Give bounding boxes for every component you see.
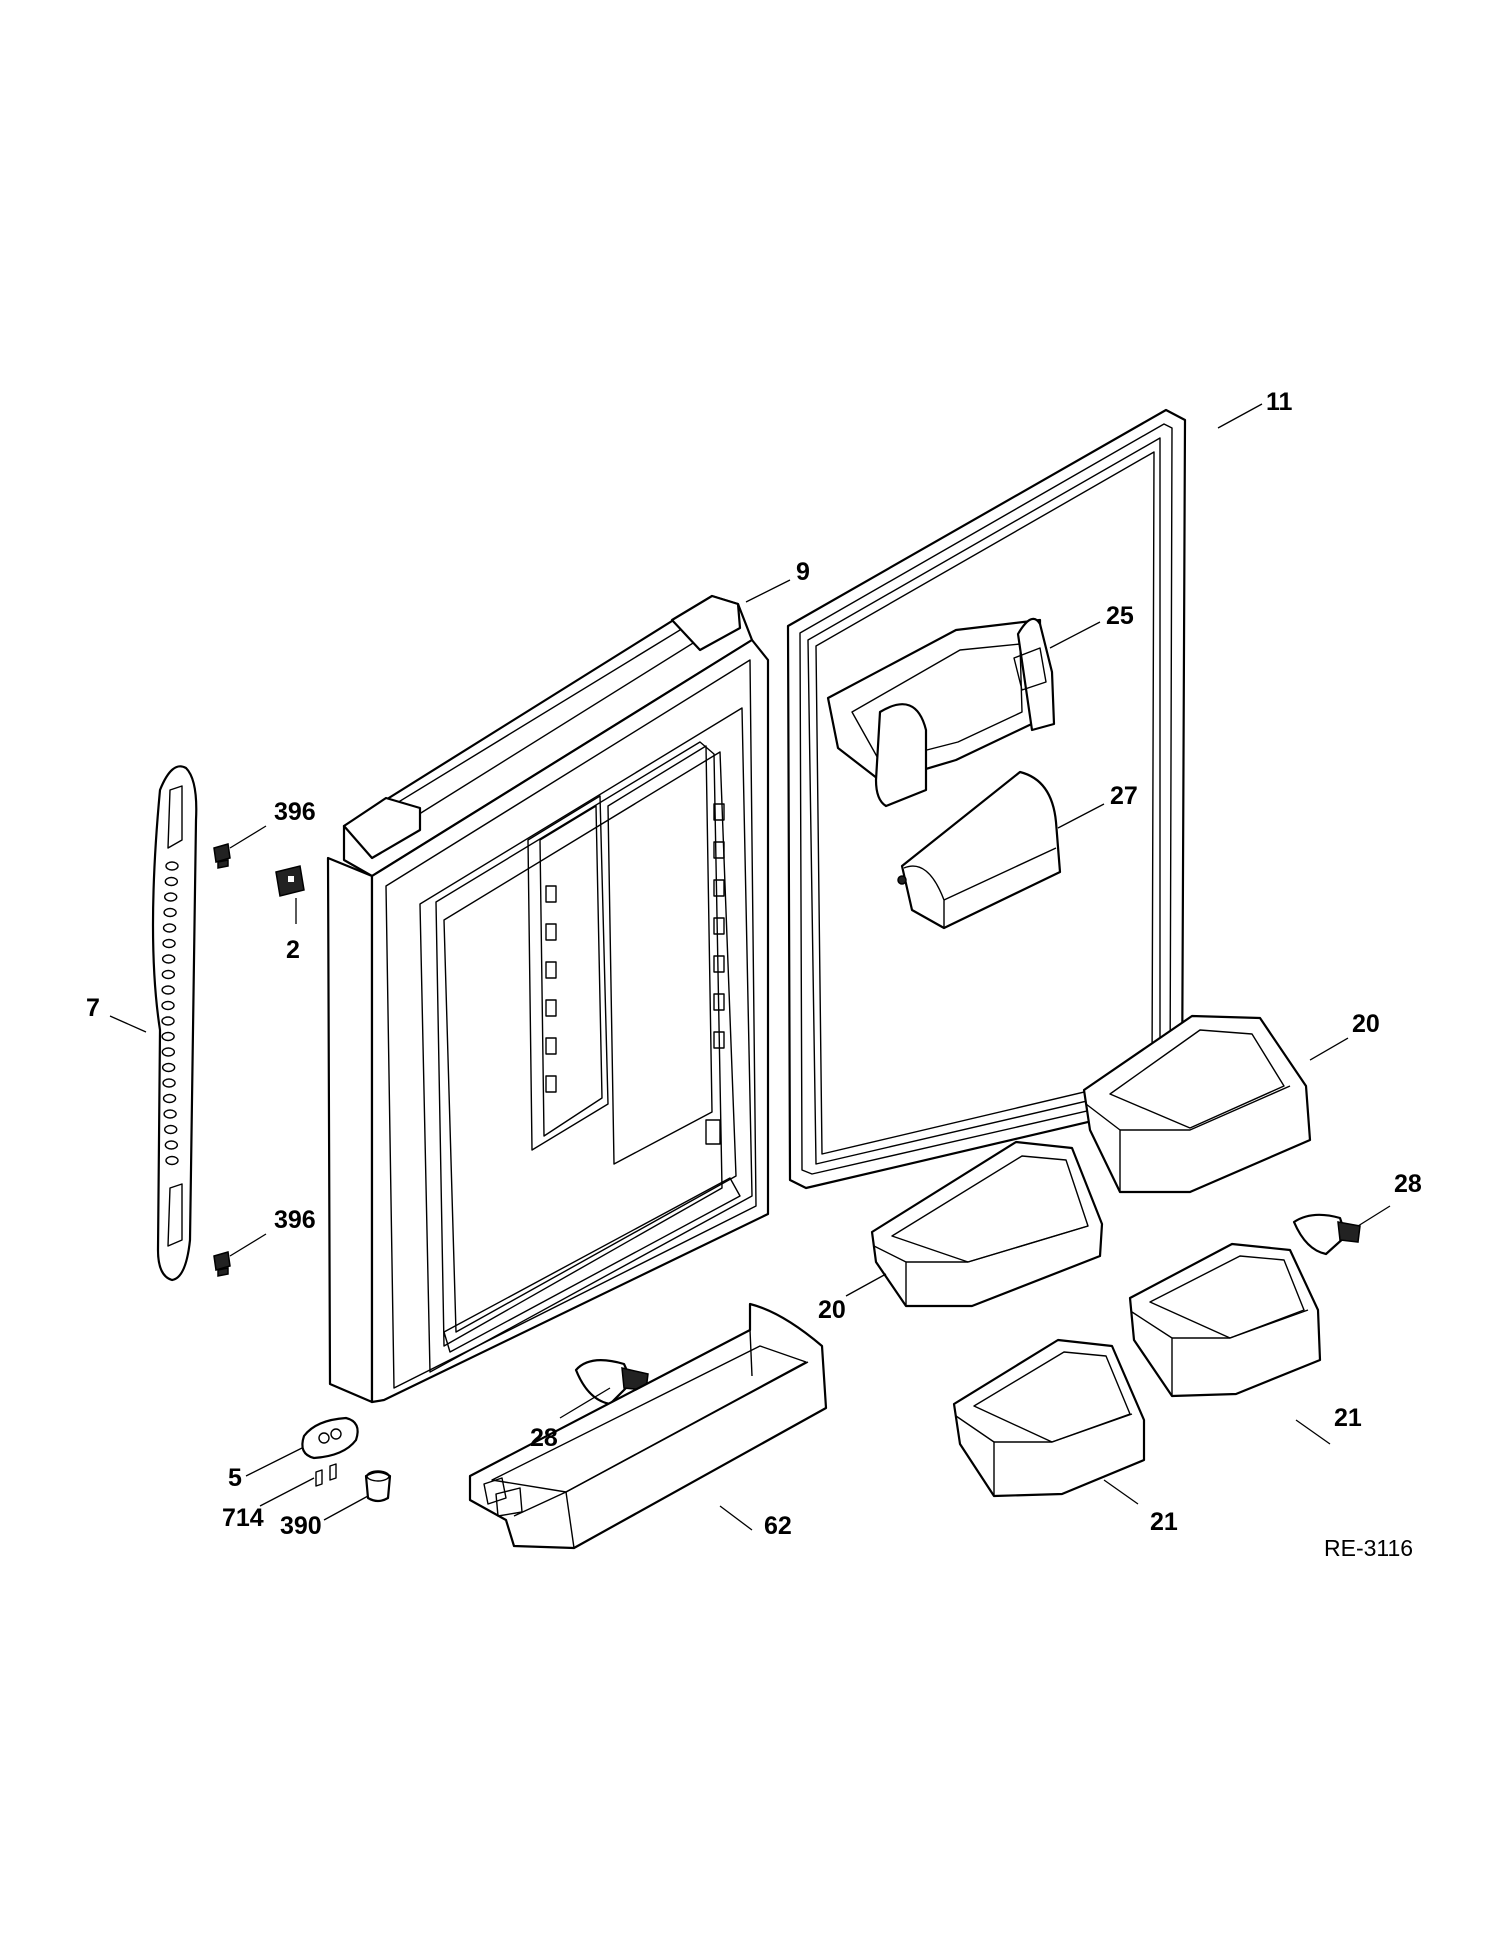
grip-ridge [162, 1078, 176, 1088]
callout-396-bottom: 396 [274, 1206, 316, 1234]
callout-28-left: 28 [530, 1424, 558, 1452]
door-bin-upper-right[interactable] [1082, 1014, 1312, 1194]
hinge-screws[interactable] [315, 1463, 337, 1487]
grip-ridge [161, 969, 176, 980]
diagram-reference-code: RE-3116 [1324, 1535, 1413, 1561]
hinge-plate[interactable] [301, 1416, 359, 1460]
door-bin-lower-middle[interactable] [952, 1338, 1146, 1498]
leader-lines [109, 403, 1391, 1531]
grip-ridge [162, 1093, 177, 1104]
grip-ridge [161, 1031, 175, 1042]
callout-390: 390 [280, 1512, 322, 1540]
door-bin-lower-right[interactable] [1128, 1242, 1322, 1398]
callout-9: 9 [796, 558, 810, 586]
grip-ridge [164, 892, 178, 902]
bin-clip-right[interactable] [1292, 1213, 1361, 1256]
grip-ridge [164, 1140, 179, 1150]
grip-ridge [163, 907, 177, 918]
callout-5: 5 [228, 1464, 242, 1492]
grip-ridge [161, 954, 176, 964]
gallon-door-bin[interactable] [468, 1302, 828, 1550]
callout-2: 2 [286, 936, 300, 964]
callout-21-right: 21 [1334, 1404, 1362, 1432]
grip-ridge [164, 1124, 178, 1135]
grip-ridge [165, 1155, 179, 1166]
grip-ridge [162, 923, 177, 933]
grip-ridge [161, 1062, 176, 1073]
refrigerator-door[interactable] [326, 594, 770, 1404]
bin-clip-left[interactable] [574, 1359, 649, 1406]
callout-62: 62 [764, 1512, 792, 1540]
callout-20-right: 20 [1352, 1010, 1380, 1038]
callout-21-bottom: 21 [1150, 1508, 1178, 1536]
callout-27: 27 [1110, 782, 1138, 810]
handle-screw-bottom[interactable] [213, 1251, 231, 1277]
callout-25: 25 [1106, 602, 1134, 630]
grip-ridge [161, 985, 175, 995]
callout-714: 714 [222, 1504, 264, 1532]
grip-ridge [161, 1047, 176, 1057]
callout-396-top: 396 [274, 798, 316, 826]
grip-ridge [161, 1016, 175, 1026]
dairy-bin-top[interactable] [826, 617, 1056, 808]
callout-28-right: 28 [1394, 1170, 1422, 1198]
grip-ridge [162, 938, 176, 949]
grip-ridge [164, 876, 179, 887]
grip-ridge [161, 1000, 175, 1011]
door-bin-middle[interactable] [870, 1140, 1104, 1308]
handle-screw-top[interactable] [213, 843, 231, 869]
dairy-bin-cover[interactable] [897, 770, 1062, 930]
clip-part-2[interactable] [275, 865, 305, 897]
callout-20-left: 20 [818, 1296, 846, 1324]
callout-11: 11 [1266, 388, 1293, 416]
grip-ridge [163, 1109, 177, 1119]
handle-grip-ridges [161, 861, 179, 1166]
callout-7: 7 [86, 994, 100, 1022]
hinge-bushing[interactable] [364, 1470, 392, 1503]
door-handle[interactable] [151, 765, 198, 1282]
callout-labels: 11 9 25 27 396 2 7 20 28 396 20 28 21 5 … [86, 388, 1422, 1561]
grip-ridge [165, 861, 179, 871]
